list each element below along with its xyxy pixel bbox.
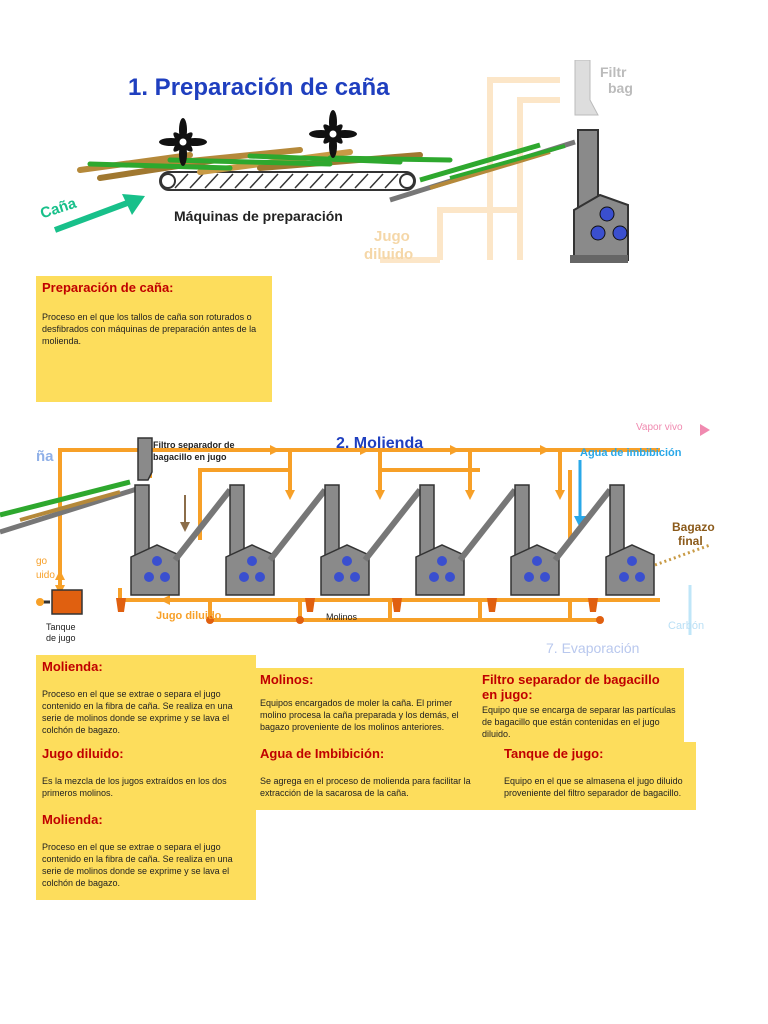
conveyor-belt	[159, 171, 416, 191]
card-body: Equipo que se encarga de separar las par…	[482, 705, 676, 739]
card-title: Preparación de caña:	[42, 280, 174, 295]
left-jugo-label: go	[36, 556, 48, 567]
steam-label: Vapor vivo	[636, 422, 683, 433]
molienda-title: 2. Molienda	[336, 435, 424, 452]
bagasse-output	[654, 543, 711, 567]
mill-icon	[225, 484, 328, 596]
filter-label-line-1: Filtro separador de	[153, 440, 235, 450]
card-body: Equipo en el que se almasena el jugo dil…	[504, 776, 683, 798]
cane-stalks	[77, 147, 453, 181]
card-title: Molinos:	[260, 672, 314, 687]
pipe-arrows	[55, 445, 565, 605]
card-title: Filtro separador de bagacillo en jugo:	[482, 672, 660, 702]
machines-label: Máquinas de preparación	[174, 208, 343, 224]
fan-icon	[309, 110, 357, 158]
filter-label-line-2: bagacillo en jugo	[153, 452, 227, 462]
card-agua: Agua de Imbibición: Se agrega en el proc…	[254, 742, 498, 810]
faded-diluido-label: diluido	[364, 246, 414, 263]
card-molienda-2: Molienda: Proceso en el que se extrae o …	[36, 808, 256, 900]
mill-icon	[130, 484, 233, 596]
diluted-juice-label: Jugo diluido	[156, 610, 222, 622]
steam-arrow	[700, 424, 710, 436]
card-title: Agua de Imbibición:	[260, 746, 385, 761]
bagazo-label-1: Bagazo	[672, 520, 715, 534]
card-jugo-diluido: Jugo diluido: Es la mezcla de los jugos …	[36, 742, 256, 810]
water-label: Agua de imbibición	[580, 447, 682, 459]
carbon-faded-label: Carbón	[668, 620, 705, 632]
juice-tank	[36, 589, 83, 615]
evaporation-faded-label: 7. Evaporación	[546, 640, 640, 656]
preparacion-diagram-svg	[53, 59, 629, 263]
mill-icon	[570, 129, 629, 263]
fan-icon	[159, 118, 207, 166]
mill-icon	[510, 484, 613, 596]
juice-collectors	[116, 598, 604, 624]
left-faded-label: ña	[36, 448, 54, 465]
tank-label-2: de jugo	[46, 633, 76, 643]
card-preparacion: Preparación de caña: Proceso en el que l…	[36, 276, 272, 402]
faded-filter-shape	[574, 59, 599, 116]
card-tanque: Tanque de jugo: Equipo en el que se alma…	[498, 742, 696, 810]
tank-label-1: Tanque	[46, 622, 76, 632]
inclined-conveyor	[389, 139, 576, 203]
section-molienda-diagram	[0, 420, 720, 660]
card-body: Proceso en el que se extrae o separa el …	[42, 689, 233, 735]
card-molinos: Molinos: Equipos encargados de moler la …	[254, 668, 478, 744]
card-body: Proceso en el que se extrae o separa el …	[42, 842, 233, 888]
molienda-diagram-svg	[0, 424, 711, 635]
mill-icon	[320, 484, 423, 596]
card-body: Equipos encargados de moler la caña. El …	[260, 698, 459, 732]
bagazo-label-2: final	[678, 534, 703, 548]
card-title: Molienda:	[42, 812, 103, 827]
card-body: Es la mezcla de los jugos extraídos en l…	[42, 776, 227, 798]
section-preparacion-diagram	[0, 59, 640, 272]
filter-separator	[137, 437, 190, 532]
card-title: Tanque de jugo:	[504, 746, 604, 761]
left-diluido-label: uido	[36, 570, 55, 581]
card-body: Proceso en el que los tallos de caña son…	[42, 312, 257, 346]
cane-input-arrow	[53, 194, 145, 233]
cane-conveyor-left	[0, 479, 141, 535]
card-molienda: Molienda: Proceso en el que se extrae o …	[36, 655, 256, 743]
faded-jugo-label: Jugo	[374, 228, 410, 245]
mill-icon	[415, 484, 518, 596]
faded-filter-label: Filtr	[600, 64, 627, 80]
water-inlet-line	[574, 460, 692, 635]
mills-label: Molinos	[326, 612, 358, 622]
card-filtro: Filtro separador de bagacillo en jugo: E…	[476, 668, 684, 744]
preparacion-title: 1. Preparación de caña	[128, 74, 390, 101]
card-body: Se agrega en el proceso de molienda para…	[260, 776, 471, 798]
faded-pipes	[380, 77, 560, 263]
faded-filter-label-2: bag	[608, 80, 633, 96]
card-title: Molienda:	[42, 659, 103, 674]
mill-icon	[605, 484, 655, 596]
card-title: Jugo diluido:	[42, 746, 124, 761]
